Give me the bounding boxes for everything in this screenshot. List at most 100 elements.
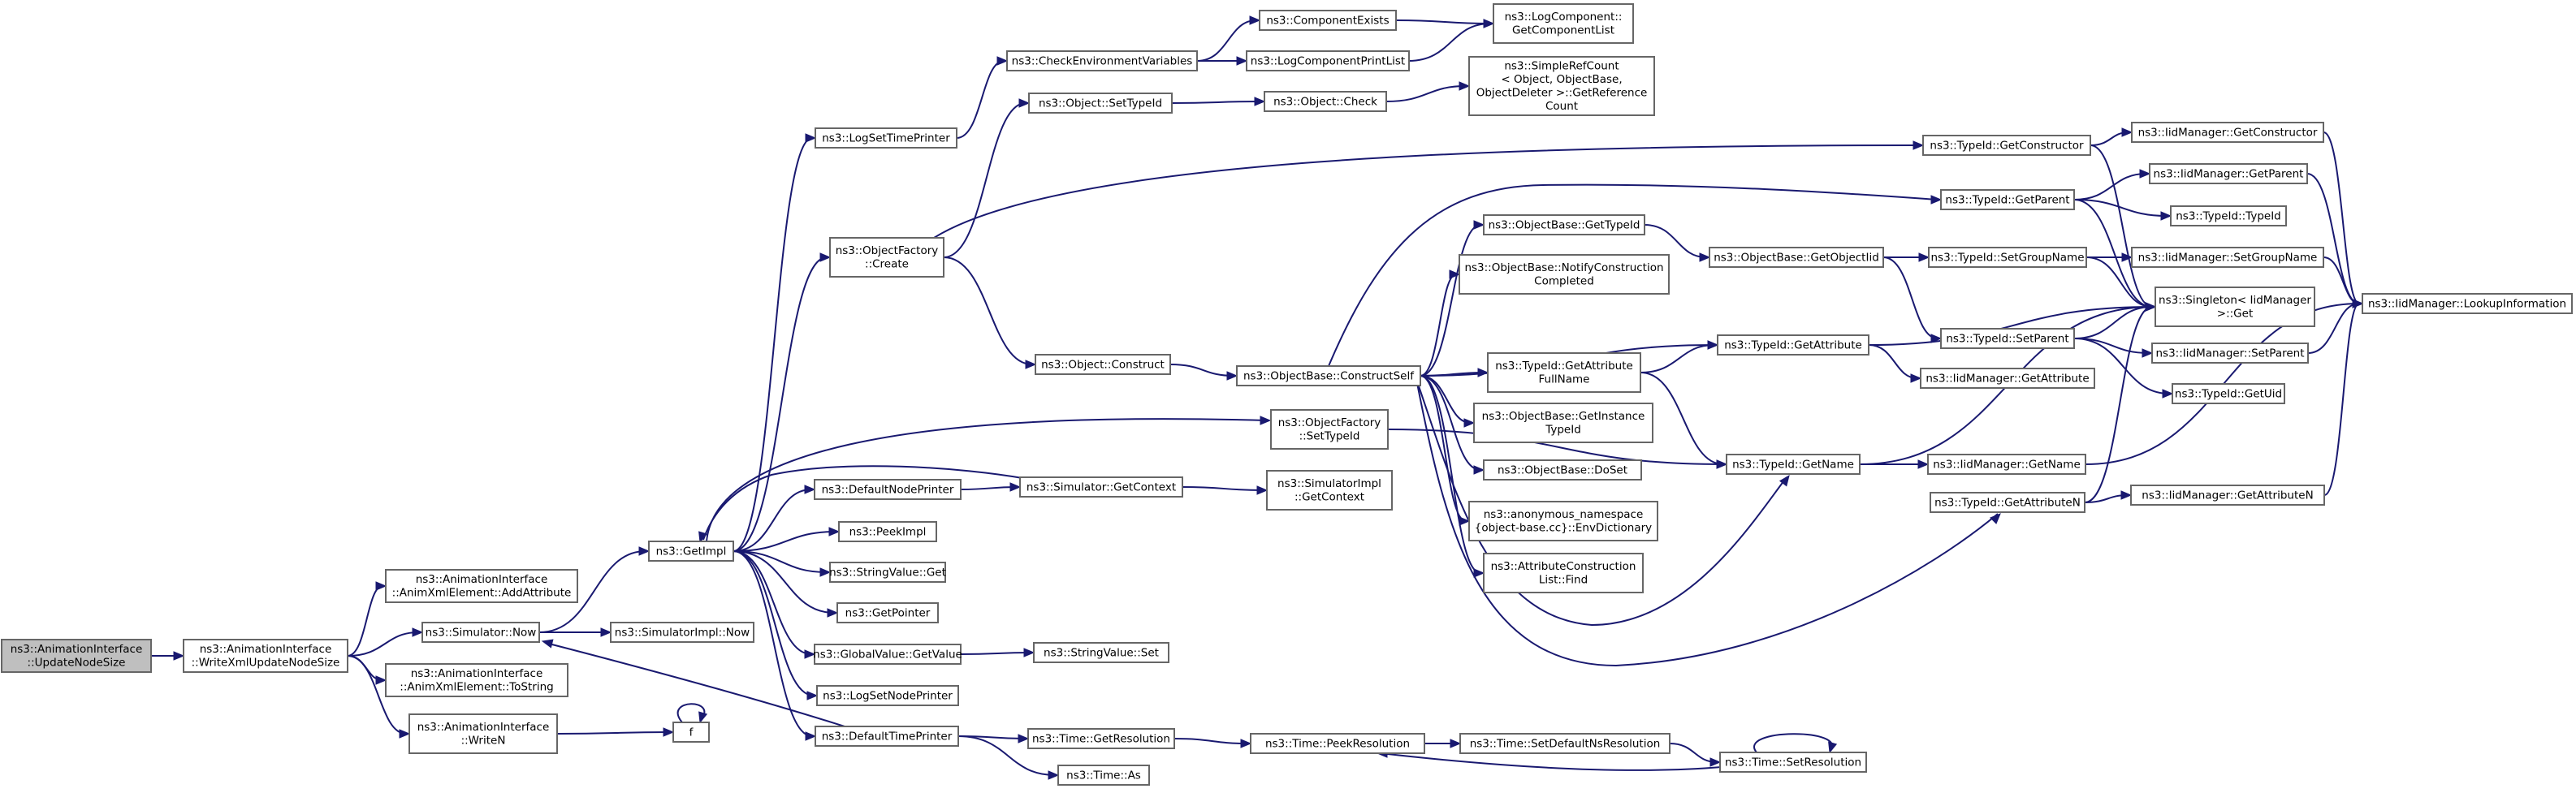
node-AddAttribute[interactable]: ns3::AnimationInterface::AnimXmlElement:…: [385, 569, 578, 603]
node-box: [1940, 328, 2075, 349]
edge-arrowhead: [1249, 15, 1261, 25]
node-LogComponentPrintList[interactable]: ns3::LogComponentPrintList: [1246, 50, 1410, 71]
node-TypeIdGetConstructor[interactable]: ns3::TypeId::GetConstructor: [1922, 135, 2091, 156]
node-label: ns3::AnimationInterface: [416, 573, 548, 586]
node-WriteXmlUpdateNodeSize[interactable]: ns3::AnimationInterface::WriteXmlUpdateN…: [183, 639, 348, 673]
node-PeekImpl[interactable]: ns3::PeekImpl: [838, 521, 937, 542]
edge-line: [960, 652, 1031, 655]
edge-WriteXmlUpdateNodeSize-to-AddAttribute: [347, 581, 387, 657]
node-EnvDictionary[interactable]: ns3::anonymous_namespace{object-base.cc}…: [1468, 501, 1658, 541]
node-GetPointer[interactable]: ns3::GetPointer: [836, 602, 939, 623]
node-f[interactable]: f: [672, 722, 710, 743]
node-DefaultNodePrinter[interactable]: ns3::DefaultNodePrinter: [814, 479, 962, 500]
node-NotifyConstructionCompleted[interactable]: ns3::ObjectBase::NotifyConstructionCompl…: [1459, 254, 1670, 295]
edge-line: [1385, 85, 1467, 102]
node-TimeGetResolution[interactable]: ns3::Time::GetResolution: [1027, 728, 1175, 749]
node-UpdateNodeSize[interactable]: ns3::AnimationInterface::UpdateNodeSize: [1, 639, 152, 673]
node-IidManagerGetName[interactable]: ns3::IidManager::GetName: [1927, 454, 2086, 475]
node-ObjectBaseGetObjectIid[interactable]: ns3::ObjectBase::GetObjectIid: [1709, 247, 1884, 268]
edge-arrowhead: [1910, 373, 1922, 383]
node-LogSetTimePrinter[interactable]: ns3::LogSetTimePrinter: [815, 127, 957, 149]
node-TypeIdGetParent[interactable]: ns3::TypeId::GetParent: [1940, 189, 2075, 210]
node-ObjectConstruct[interactable]: ns3::Object::Construct: [1035, 354, 1171, 375]
edge-ConstructSelf-to-AttributeConstructionListFind: [1420, 375, 1485, 578]
node-IidManagerGetConstructor[interactable]: ns3::IidManager::GetConstructor: [2131, 122, 2324, 143]
node-TypeIdGetAttributeN[interactable]: ns3::TypeId::GetAttributeN: [1930, 492, 2085, 513]
node-ObjectSetTypeId[interactable]: ns3::Object::SetTypeId: [1028, 93, 1173, 114]
edge-arrowhead: [828, 527, 841, 537]
node-box: [1035, 354, 1171, 375]
edge-line: [1640, 372, 1724, 465]
edge-arrowhead: [1930, 195, 1943, 205]
node-ObjectCheck[interactable]: ns3::Object::Check: [1264, 91, 1387, 112]
node-TimePeekResolution[interactable]: ns3::Time::PeekResolution: [1250, 733, 1425, 754]
node-label: ns3::TypeId::GetUid: [2175, 387, 2282, 400]
node-TypeIdSetGroupName[interactable]: ns3::TypeId::SetGroupName: [1928, 247, 2087, 268]
node-WriteN[interactable]: ns3::AnimationInterface::WriteN: [408, 713, 558, 754]
edge-line: [1408, 23, 1491, 62]
node-ComponentExists[interactable]: ns3::ComponentExists: [1259, 10, 1397, 31]
node-SimulatorImplNow[interactable]: ns3::SimulatorImpl::Now: [610, 622, 754, 643]
edge-arrowhead: [1473, 568, 1485, 578]
edge-arrowhead: [996, 56, 1009, 66]
node-label: ns3::Time::SetDefaultNsResolution: [1470, 737, 1661, 750]
node-TypeIdSetParent[interactable]: ns3::TypeId::SetParent: [1940, 328, 2075, 349]
edge-GetImpl-to-ObjectFactoryCreate: [733, 252, 832, 552]
node-label: ns3::Time::GetResolution: [1032, 732, 1170, 745]
node-TimeAs[interactable]: ns3::Time::As: [1057, 765, 1150, 786]
node-StringValueSet[interactable]: ns3::StringValue::Set: [1033, 642, 1169, 663]
edge-line: [1644, 224, 1707, 258]
node-label: ns3::AttributeConstruction: [1491, 560, 1636, 573]
node-label: ns3::ObjectBase::ConstructSelf: [1243, 369, 1415, 382]
node-TypeIdTypeId[interactable]: ns3::TypeId::TypeId: [2170, 205, 2287, 226]
node-CheckEnvironmentVariables[interactable]: ns3::CheckEnvironmentVariables: [1006, 50, 1198, 71]
node-IidManagerGetParent[interactable]: ns3::IidManager::GetParent: [2149, 163, 2308, 184]
edge-arrowhead: [1473, 220, 1485, 230]
node-label: ns3::SimpleRefCount: [1504, 60, 1619, 73]
node-ObjectBaseGetTypeId[interactable]: ns3::ObjectBase::GetTypeId: [1483, 214, 1645, 235]
node-TimeSetDefaultNsResolution[interactable]: ns3::Time::SetDefaultNsResolution: [1459, 733, 1671, 754]
node-IidManagerSetParent[interactable]: ns3::IidManager::SetParent: [2151, 343, 2309, 364]
node-DefaultTimePrinter[interactable]: ns3::DefaultTimePrinter: [815, 726, 959, 747]
node-SimulatorNow[interactable]: ns3::Simulator::Now: [421, 622, 540, 643]
node-IidManagerGetAttributeN[interactable]: ns3::IidManager::GetAttributeN: [2130, 485, 2325, 506]
node-LogSetNodePrinter[interactable]: ns3::LogSetNodePrinter: [816, 685, 959, 706]
node-TimeSetResolution[interactable]: ns3::Time::SetResolution: [1719, 752, 1867, 773]
edge-LogComponentPrintList-to-GetComponentList: [1408, 19, 1495, 62]
edge-arrowhead: [1473, 465, 1485, 475]
node-box: [1468, 56, 1655, 116]
node-SimulatorGetContext[interactable]: ns3::Simulator::GetContext: [1019, 476, 1183, 498]
node-TypeIdGetName[interactable]: ns3::TypeId::GetName: [1726, 454, 1861, 475]
node-GetComponentList[interactable]: ns3::LogComponent::GetComponentList: [1493, 3, 1634, 44]
edge-arrowhead: [2120, 490, 2133, 500]
node-IidManagerGetAttribute[interactable]: ns3::IidManager::GetAttribute: [1920, 368, 2095, 389]
node-IidManagerSetGroupName[interactable]: ns3::IidManager::SetGroupName: [2131, 247, 2324, 268]
edge-line: [545, 642, 845, 727]
edge-ObjectFactoryCreate-to-ObjectConstruct: [943, 256, 1037, 369]
node-SimulatorImplGetContext[interactable]: ns3::SimulatorImpl::GetContext: [1266, 470, 1393, 511]
edge-CheckEnvironmentVariables-to-ComponentExists: [1196, 15, 1261, 62]
node-ObjectFactoryCreate[interactable]: ns3::ObjectFactory::Create: [829, 237, 944, 278]
node-ConstructSelf[interactable]: ns3::ObjectBase::ConstructSelf: [1236, 365, 1421, 386]
node-TypeIdGetAttribute[interactable]: ns3::TypeId::GetAttribute: [1717, 334, 1869, 356]
node-IidManagerLookupInformation[interactable]: ns3::IidManager::LookupInformation: [2362, 293, 2573, 314]
node-TypeIdGetUid[interactable]: ns3::TypeId::GetUid: [2172, 383, 2285, 404]
node-label: ns3::TypeId::GetName: [1732, 458, 1854, 471]
node-DoSet[interactable]: ns3::ObjectBase::DoSet: [1483, 459, 1642, 481]
node-SimpleRefCount[interactable]: ns3::SimpleRefCount< Object, ObjectBase,…: [1468, 56, 1655, 116]
node-ToString[interactable]: ns3::AnimationInterface::AnimXmlElement:…: [385, 663, 568, 697]
edge-line: [1416, 381, 1787, 627]
edge-line: [2085, 256, 2153, 308]
node-box: [648, 541, 734, 562]
node-box: [816, 685, 959, 706]
node-SingletonGet[interactable]: ns3::Singleton< IidManager>::Get: [2155, 287, 2315, 327]
edge-arrowhead: [1459, 81, 1471, 91]
node-ObjectFactorySetTypeId[interactable]: ns3::ObjectFactory::SetTypeId: [1270, 409, 1389, 450]
node-GetImpl[interactable]: ns3::GetImpl: [648, 541, 734, 562]
node-label: ns3::IidManager::SetParent: [2156, 347, 2305, 360]
node-StringValueGet[interactable]: ns3::StringValue::Get: [829, 562, 946, 583]
node-GlobalValueGetValue[interactable]: ns3::GlobalValue::GetValue: [813, 644, 962, 665]
